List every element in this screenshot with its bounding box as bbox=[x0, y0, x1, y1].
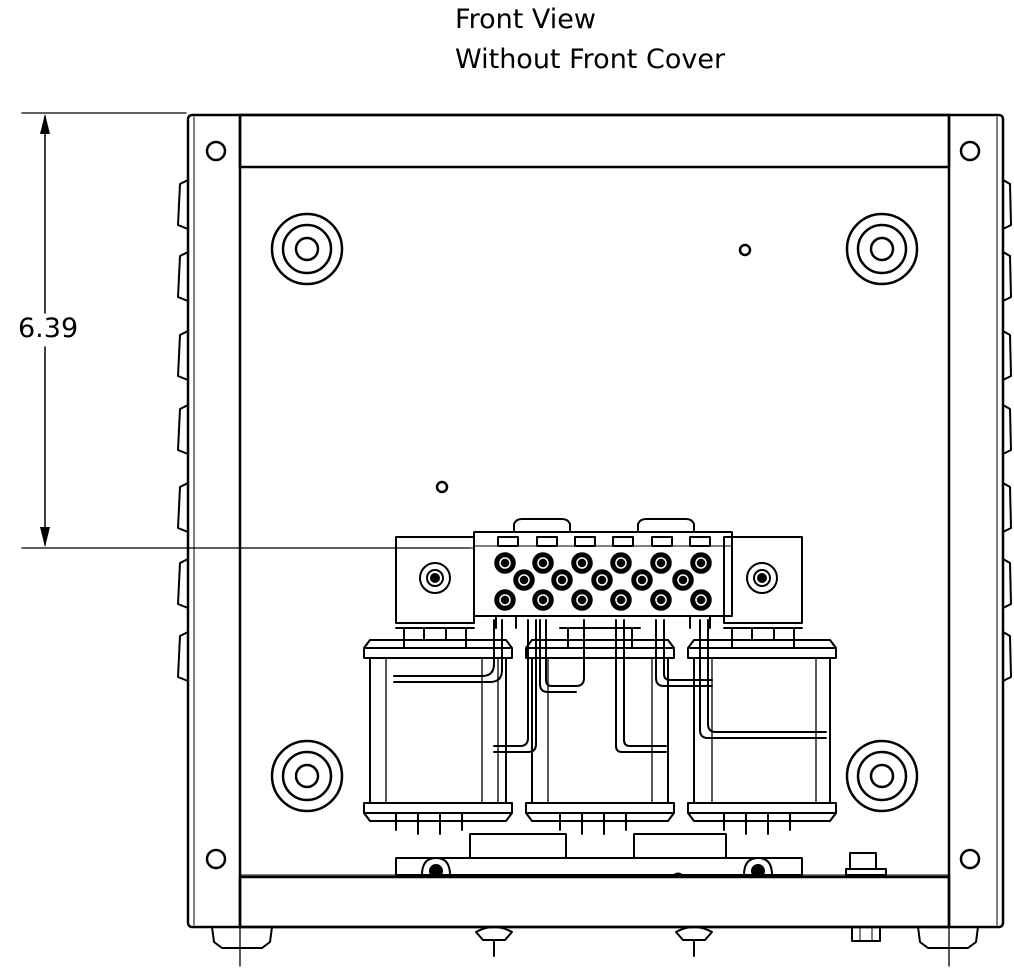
frame-corner-holes bbox=[207, 142, 979, 868]
height-dimension-value: 6.39 bbox=[18, 313, 79, 344]
mounting-standoffs bbox=[272, 214, 917, 811]
lead-wires bbox=[394, 620, 826, 752]
enclosure-feet bbox=[212, 927, 978, 948]
small-holes bbox=[437, 245, 750, 492]
terminal-screws bbox=[495, 553, 711, 610]
coil-bottom-brackets bbox=[396, 813, 802, 875]
left-side-tabs bbox=[178, 180, 188, 681]
enclosure-frame bbox=[188, 115, 1003, 966]
height-dimension bbox=[22, 113, 470, 548]
view-title: Front View bbox=[455, 4, 596, 35]
terminal-block bbox=[396, 519, 802, 628]
coil-top-brackets bbox=[396, 628, 802, 648]
view-subtitle: Without Front Cover bbox=[455, 44, 726, 75]
coil-left bbox=[364, 640, 512, 821]
right-side-tabs bbox=[1003, 180, 1011, 681]
coil-middle bbox=[526, 640, 674, 821]
bottom-hardware bbox=[422, 853, 886, 956]
coil-right bbox=[688, 640, 836, 821]
